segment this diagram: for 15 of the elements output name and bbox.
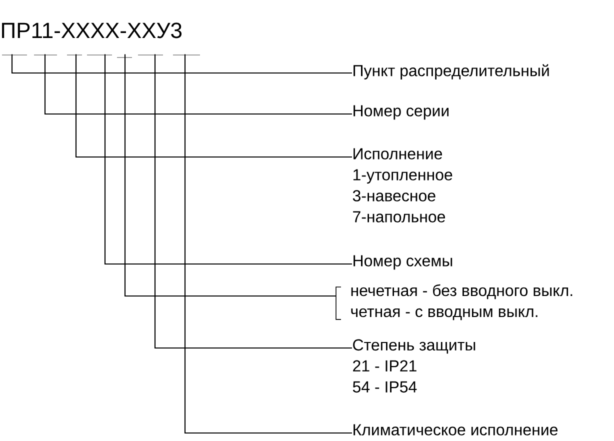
description-text: Исполнение 1-утопленное 3-навесное 7-напольное — [352, 148, 452, 222]
description-text: нечетная - без вводного выкл. четная - с вводным выкл. — [351, 284, 572, 320]
code-designation: ПР11-ХХХХ-ХХУ3 — [2, 22, 182, 38]
leader-line — [104, 54, 352, 265]
description-text: Номер схемы — [354, 255, 452, 270]
description-text: Пункт распределительный — [354, 64, 549, 80]
leader-line — [154, 54, 352, 349]
leader-line — [124, 54, 336, 297]
leader-line — [184, 54, 352, 434]
leader-line — [44, 54, 352, 115]
description-text: Климатическое исполнение — [354, 424, 558, 436]
leader-line — [11, 54, 352, 74]
description-text: Степень защиты 21 - IP21 54 - IP54 — [352, 339, 476, 393]
leader-line — [75, 54, 352, 158]
description-text: Номер серии — [354, 105, 448, 120]
